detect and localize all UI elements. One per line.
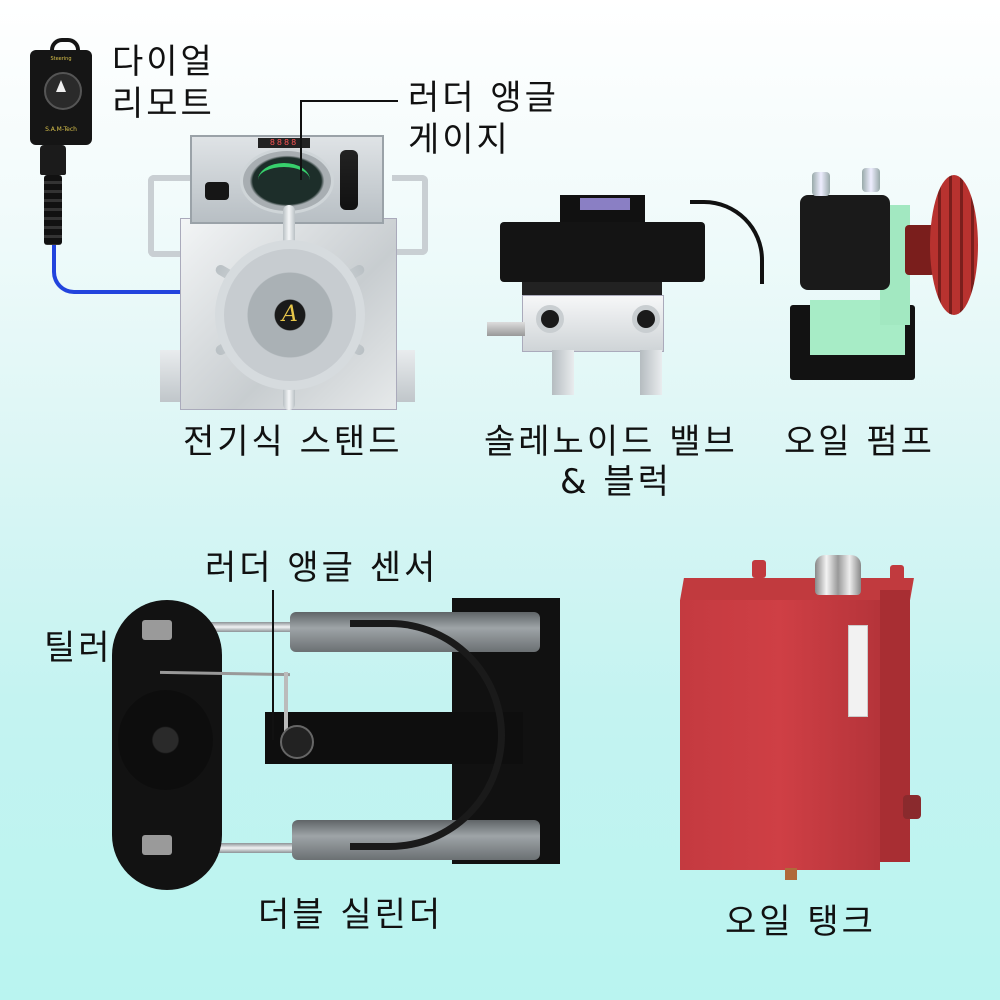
valve-port-left [536, 305, 564, 333]
remote-title: Steering [50, 56, 72, 62]
sensor-leader-line [272, 590, 274, 740]
tank-side [880, 590, 910, 862]
stand-handle-left [148, 175, 190, 257]
wheel-logo: A [282, 302, 298, 327]
pump-body [800, 195, 890, 290]
tank-body [680, 600, 880, 870]
valve-gasket [522, 282, 662, 296]
oil-level-gauge [848, 625, 868, 717]
remote-brand: S.A.M-Tech [45, 126, 77, 133]
arrow-up-icon [56, 80, 66, 92]
tank-lifting-ear-left [752, 560, 766, 578]
label-double-cylinder: 더블 실린더 [258, 895, 444, 935]
label-solenoid-valve-line2: & 블럭 [560, 462, 672, 502]
cable-gland [40, 145, 66, 175]
label-rudder-angle-sensor: 러더 앵글 센서 [205, 548, 439, 588]
gauge-leader-horizontal [300, 100, 398, 102]
label-solenoid-valve-line1: 솔레노이드 밸브 [484, 422, 738, 462]
pump-fitting-right [862, 168, 880, 192]
piston-rod-top [205, 622, 305, 632]
valve-foot-right [640, 350, 662, 395]
gauge-leader-vertical [300, 100, 302, 180]
tiller-pad-top [142, 620, 172, 640]
dial-remote-body: Steering S.A.M-Tech [30, 38, 92, 145]
tank-drain [785, 868, 797, 880]
digital-display: 8888 [258, 138, 310, 148]
rudder-angle-sensor [280, 725, 314, 759]
stand-handle-right [392, 175, 428, 255]
cable-bellows [44, 175, 62, 245]
tank-side-port [903, 795, 921, 819]
label-tiller: 틸러 [44, 628, 113, 668]
label-dial-remote-line2: 리모트 [112, 84, 215, 124]
breather-cap [815, 555, 861, 595]
sensor-arm [284, 672, 288, 732]
valve-nameplate [580, 198, 630, 210]
label-electric-stand: 전기식 스탠드 [183, 422, 403, 462]
pump-fitting-left [812, 172, 830, 196]
tiller-pad-bottom [142, 835, 172, 855]
valve-fitting [487, 322, 525, 336]
gauge-scale-arc [258, 163, 310, 197]
pump-pulley [930, 175, 978, 315]
label-dial-remote-line1: 다이얼 [112, 42, 215, 82]
label-oil-tank: 오일 탱크 [725, 902, 876, 942]
steering-wheel [215, 240, 365, 390]
label-oil-pump: 오일 펌프 [784, 422, 935, 462]
tiller-hub [118, 690, 213, 790]
remote-cable [52, 245, 181, 294]
valve-port-right [632, 305, 660, 333]
control-knob [205, 182, 229, 200]
tank-top [680, 578, 914, 600]
valve-foot-left [552, 350, 574, 395]
joystick-lever [340, 150, 358, 210]
label-rudder-angle-gauge-line2: 게이지 [408, 120, 511, 160]
hanging-loop [50, 38, 80, 58]
label-rudder-angle-gauge-line1: 러더 앵글 [408, 78, 559, 118]
valve-body [500, 222, 705, 282]
piston-rod-bottom [205, 843, 305, 853]
